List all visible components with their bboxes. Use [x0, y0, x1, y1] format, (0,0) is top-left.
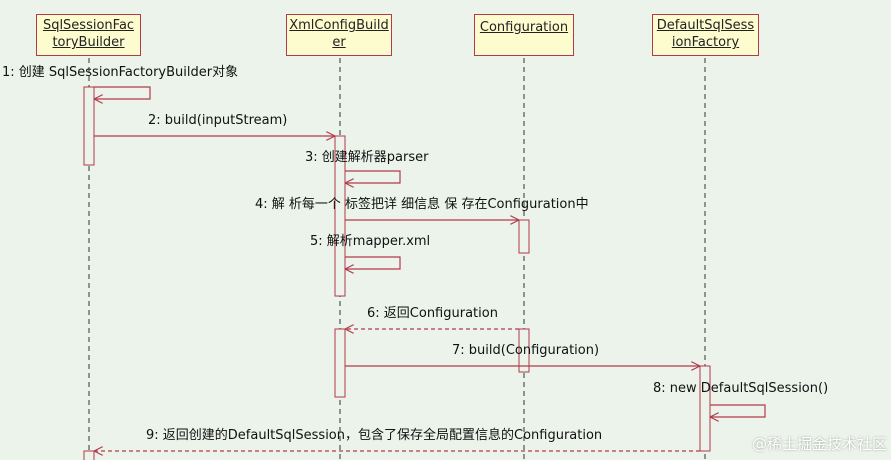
lifeline-box-defaultsqlsessionfactory: DefaultSqlSess ionFactory [652, 14, 759, 56]
message-arrow-1 [94, 86, 151, 99]
message-label-6: 6: 返回Configuration [367, 306, 498, 321]
activation-bar [334, 328, 346, 398]
message-arrow-5 [345, 256, 401, 269]
lifeline-box-configuration: Configuration [474, 14, 574, 56]
watermark: @稀土掘金技术社区 [751, 435, 887, 453]
activation-bar [518, 219, 530, 254]
message-label-2: 2: build(inputStream) [148, 113, 288, 128]
lifeline-box-xmlconfigbuilder: XmlConfigBuild er [286, 14, 392, 56]
activation-bar [83, 450, 95, 460]
activation-bar [699, 365, 711, 452]
message-label-9: 9: 返回创建的DefaultSqlSession，包含了保存全局配置信息的Co… [146, 428, 603, 443]
activation-bar [83, 86, 95, 166]
message-arrow-3 [345, 170, 401, 183]
activation-bar [518, 328, 530, 373]
message-label-4: 4: 解 析每一个 标签把详 细信息 保 存在Configuration中 [255, 197, 589, 212]
activation-bar [334, 135, 346, 297]
message-label-3: 3: 创建解析器parser [305, 150, 429, 165]
message-label-7: 7: build(Configuration) [452, 343, 600, 358]
message-label-1: 1: 创建 SqlSessionFactoryBuilder对象 [2, 65, 239, 80]
message-label-8: 8: new DefaultSqlSession() [653, 381, 829, 396]
message-arrow-8 [710, 404, 766, 417]
message-label-5: 5: 解析mapper.xml [310, 234, 431, 249]
lifeline-box-sqlsessionfactorybuilder: SqlSessionFac toryBuilder [36, 14, 141, 56]
